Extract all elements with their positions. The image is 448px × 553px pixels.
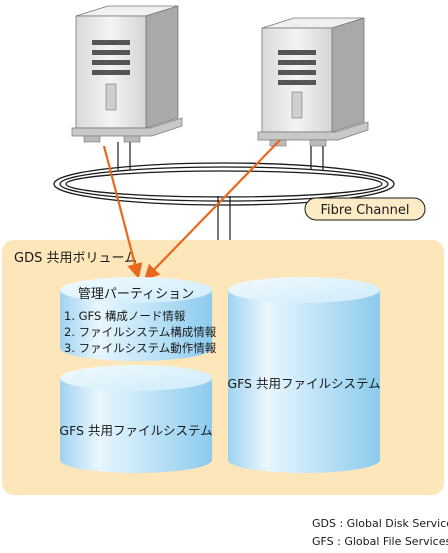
- management-partition-cylinder: 管理パーティション 1. GFS 構成ノード情報 2. ファイルシステム構成情報…: [60, 277, 217, 361]
- gds-volume-label: GDS 共用ボリューム: [14, 251, 137, 266]
- management-partition-item: 1. GFS 構成ノード情報: [64, 309, 186, 323]
- arrow-from-left-server: [102, 145, 143, 279]
- left-filesystem-cylinder: GFS 共用ファイルシステム: [59, 365, 213, 473]
- legend-gds: GDS : Global Disk Services: [312, 517, 448, 530]
- right-filesystem-label: GFS 共用ファイルシステム: [227, 376, 380, 391]
- management-partition-title: 管理パーティション: [78, 287, 194, 302]
- right-filesystem-cylinder: GFS 共用ファイルシステム: [227, 277, 381, 473]
- server-connection-lines: [117, 142, 324, 240]
- fibre-channel-ring: [53, 162, 395, 206]
- server-left: [71, 5, 183, 143]
- management-partition-item: 3. ファイルシステム動作情報: [64, 341, 217, 355]
- arrow-from-right-server: [143, 139, 281, 281]
- server-right: [257, 17, 369, 147]
- management-partition-item: 2. ファイルシステム構成情報: [64, 325, 217, 339]
- access-arrows: [102, 139, 281, 281]
- fibre-channel-label: Fibre Channel: [321, 203, 410, 218]
- fibre-channel-label-box: Fibre Channel: [304, 197, 426, 221]
- left-filesystem-label: GFS 共用ファイルシステム: [59, 423, 212, 438]
- legend-gfs: GFS : Global File Services: [312, 535, 448, 548]
- abbreviation-legend: GDS : Global Disk Services GFS : Global …: [312, 517, 448, 548]
